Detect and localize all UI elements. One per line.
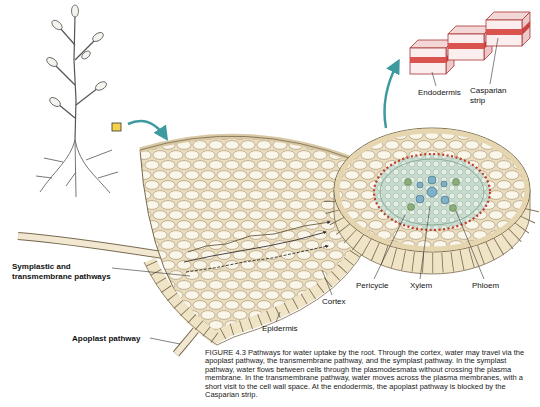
part-label: Endodermis bbox=[418, 88, 461, 98]
cortex-section bbox=[140, 136, 366, 345]
leader-lines bbox=[112, 38, 498, 344]
pathway-arrows bbox=[184, 222, 330, 272]
zoom-arrow bbox=[385, 62, 399, 128]
part-label: Epidermis bbox=[262, 324, 298, 334]
root-cross-section bbox=[334, 128, 530, 274]
part-label: Phloem bbox=[472, 281, 499, 291]
pathway-label: Apoplast pathway bbox=[72, 334, 140, 344]
figure-caption: FIGURE 4.3 Pathways for water uptake by … bbox=[205, 349, 535, 399]
pathway-label: Symplastic and transmembrane pathways bbox=[12, 262, 116, 281]
endodermis-cells bbox=[410, 12, 530, 74]
part-label: Casparian strip bbox=[470, 86, 516, 105]
zoom-arrow bbox=[128, 121, 166, 138]
part-label: Xylem bbox=[410, 281, 432, 291]
part-label: Pericycle bbox=[356, 281, 388, 291]
plant-drawing bbox=[36, 5, 121, 197]
part-label: Cortex bbox=[322, 297, 346, 307]
